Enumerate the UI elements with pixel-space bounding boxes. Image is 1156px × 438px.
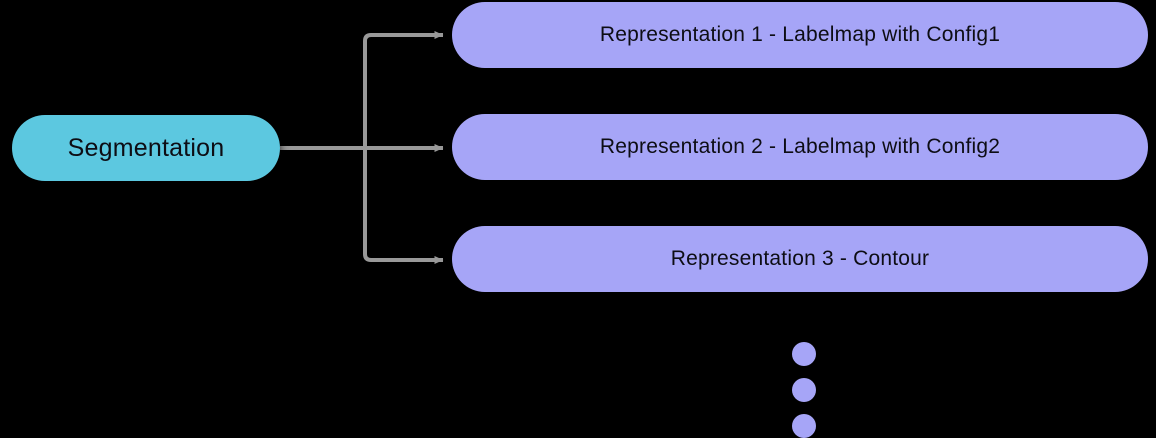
ellipsis-dot — [792, 378, 816, 402]
ellipsis-dot — [792, 414, 816, 438]
node-segmentation[interactable]: Segmentation — [12, 115, 280, 181]
edge-to-representation-1 — [363, 31, 444, 148]
vertical-ellipsis-icon — [792, 342, 816, 438]
node-representation-1[interactable]: Representation 1 - Labelmap with Config1 — [452, 2, 1148, 68]
node-representation-3[interactable]: Representation 3 - Contour — [452, 226, 1148, 292]
node-representation-2[interactable]: Representation 2 - Labelmap with Config2 — [452, 114, 1148, 180]
node-representation-3-label: Representation 3 - Contour — [670, 247, 930, 270]
node-representation-2-label: Representation 2 - Labelmap with Config2 — [599, 135, 1001, 158]
edge-to-representation-3 — [363, 148, 444, 264]
node-representation-1-label: Representation 1 - Labelmap with Config1 — [599, 23, 1001, 46]
node-segmentation-label: Segmentation — [67, 133, 225, 162]
ellipsis-dot — [792, 342, 816, 366]
